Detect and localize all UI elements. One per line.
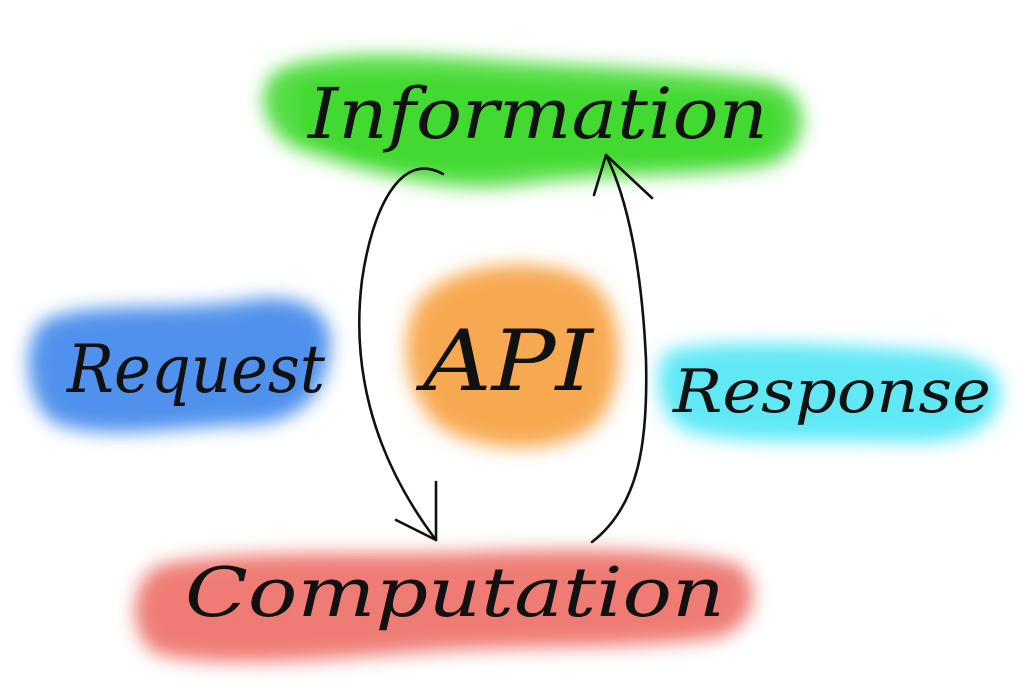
request-node: Request: [28, 298, 331, 433]
computation-node: Computation: [134, 549, 753, 662]
api-node: API: [406, 264, 620, 448]
request-blob: [28, 298, 331, 433]
response-blob: [658, 343, 1001, 443]
information-node: Information: [263, 55, 803, 188]
information-label: Information: [306, 73, 768, 155]
edge-information-to-computation: [357, 167, 445, 542]
computation-blob: [134, 549, 753, 662]
api-blob: [406, 264, 620, 448]
edge-computation-to-information: [590, 153, 654, 544]
arrow-down-head: [394, 480, 438, 542]
request-label: Request: [66, 331, 325, 408]
response-label: Response: [672, 357, 991, 427]
arrow-up-curve: [590, 153, 648, 544]
response-node: Response: [658, 343, 1001, 443]
api-label: API: [415, 312, 595, 410]
computation-label: Computation: [185, 554, 725, 633]
arrow-up-head: [592, 153, 654, 200]
arrow-down-curve: [357, 167, 445, 542]
